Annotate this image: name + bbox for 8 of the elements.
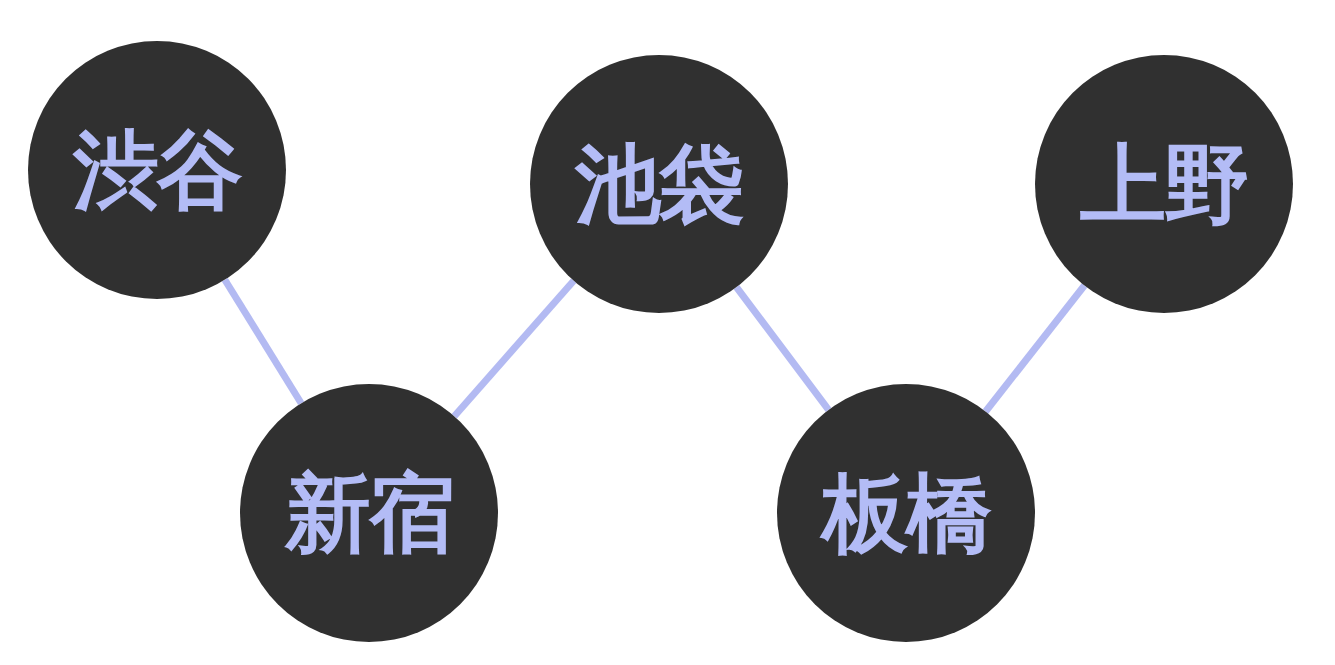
connector-line xyxy=(221,277,305,406)
connector-line xyxy=(451,278,577,419)
station-name: 渋谷 xyxy=(73,127,241,213)
connector-line xyxy=(733,285,832,412)
station-name: 上野 xyxy=(1080,141,1248,227)
connector-line xyxy=(982,283,1088,414)
station-name: 池袋 xyxy=(575,141,743,227)
station-name: 新宿 xyxy=(285,470,453,556)
